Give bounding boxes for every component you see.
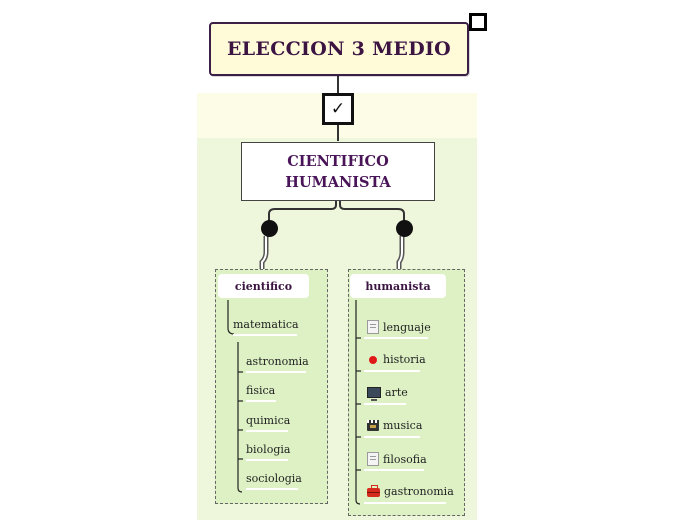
branch-topic[interactable]: CIENTIFICO HUMANISTA xyxy=(241,142,435,201)
topic-historia[interactable]: historia xyxy=(367,353,426,366)
branch-title-line1: CIENTIFICO xyxy=(287,152,389,170)
underline xyxy=(364,469,424,471)
topic-arte[interactable]: arte xyxy=(367,386,408,401)
document-icon xyxy=(367,452,379,466)
topic-musica[interactable]: musica xyxy=(367,419,422,432)
topic-label: filosofia xyxy=(383,452,427,466)
underline xyxy=(233,334,297,336)
topic-sociologia[interactable]: sociologia xyxy=(246,472,302,485)
topic-fisica[interactable]: fisica xyxy=(246,384,275,397)
underline xyxy=(364,370,420,372)
underline xyxy=(364,436,420,438)
branch-title-line2: HUMANISTA xyxy=(285,173,391,191)
topic-filosofia[interactable]: filosofia xyxy=(367,452,427,466)
topic-label: gastronomia xyxy=(384,485,454,498)
underline xyxy=(364,337,428,339)
underline xyxy=(364,403,406,405)
square-marker-icon[interactable] xyxy=(469,13,487,31)
root-topic[interactable]: ELECCION 3 MEDIO xyxy=(209,22,469,76)
topic-label: lenguaje xyxy=(383,320,431,334)
topic-matematica-label: matematica xyxy=(233,318,299,331)
topic-matematica[interactable]: matematica xyxy=(233,318,299,331)
toolbox-icon xyxy=(367,485,380,497)
topic-label: quimica xyxy=(246,414,291,427)
underline xyxy=(246,459,288,461)
underline xyxy=(246,430,288,432)
topic-gastronomia[interactable]: gastronomia xyxy=(367,485,454,498)
underline xyxy=(246,371,306,373)
group-humanista xyxy=(348,269,465,516)
topic-label: fisica xyxy=(246,384,276,397)
topic-lenguaje[interactable]: lenguaje xyxy=(367,320,431,334)
topic-label: musica xyxy=(383,419,423,432)
cientifico-header[interactable]: cientifico xyxy=(218,274,309,298)
root-title: ELECCION 3 MEDIO xyxy=(226,38,452,60)
pin-icon xyxy=(369,355,377,364)
topic-astronomia[interactable]: astronomia xyxy=(246,355,309,368)
humanista-header-label: humanista xyxy=(365,279,431,293)
topic-biologia[interactable]: biologia xyxy=(246,443,290,456)
underline xyxy=(246,488,298,490)
clapperboard-icon xyxy=(367,420,379,431)
topic-label: arte xyxy=(385,386,408,399)
underline xyxy=(246,400,276,402)
topic-label: biologia xyxy=(246,443,291,456)
topic-label: sociologia xyxy=(246,472,302,485)
cientifico-header-label: cientifico xyxy=(234,279,293,293)
topic-label: astronomia xyxy=(246,355,309,368)
monitor-icon xyxy=(367,387,381,401)
topic-label: historia xyxy=(383,353,426,366)
document-icon xyxy=(367,320,379,334)
underline xyxy=(364,502,446,504)
humanista-header[interactable]: humanista xyxy=(350,274,446,298)
topic-quimica[interactable]: quimica xyxy=(246,414,290,427)
checkmark-icon[interactable]: ✓ xyxy=(322,93,354,125)
collapse-dot-cientifico[interactable] xyxy=(261,220,278,237)
collapse-dot-humanista[interactable] xyxy=(396,220,413,237)
group-cientifico xyxy=(215,269,328,504)
